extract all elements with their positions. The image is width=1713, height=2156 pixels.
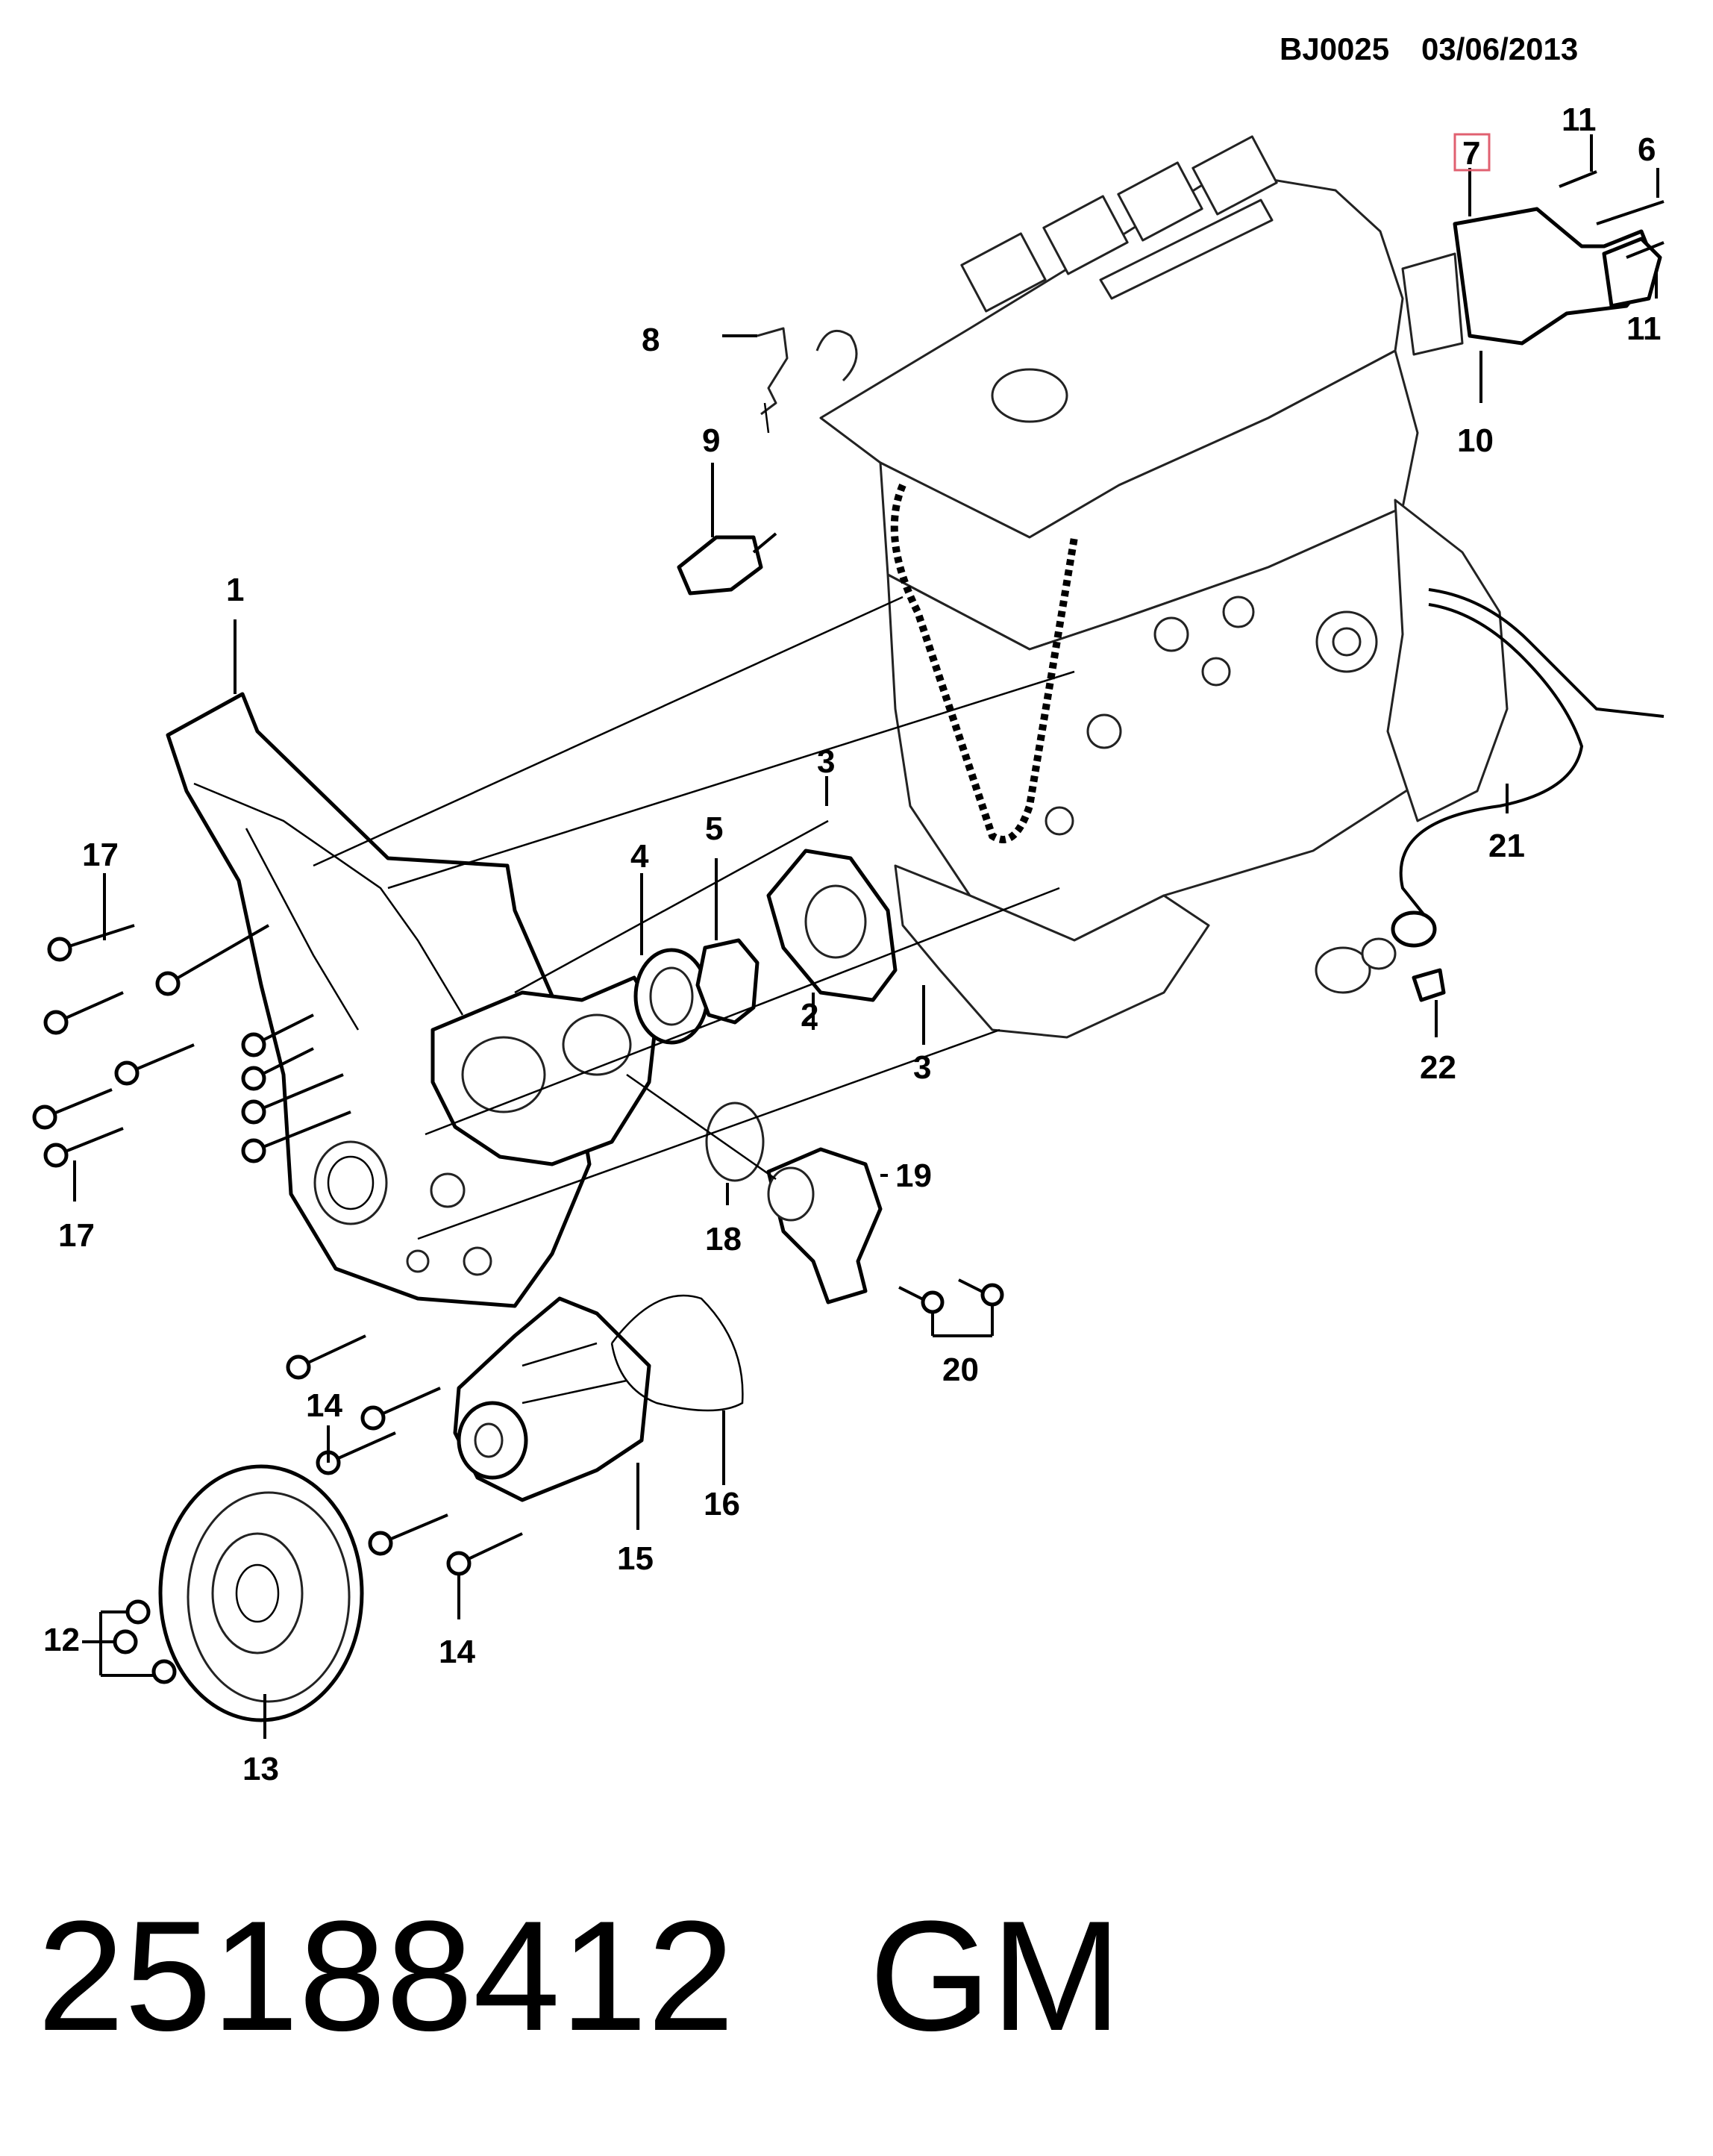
callout-leaders [73, 134, 1659, 1739]
diagram-ref-code: BJ0025 [1280, 31, 1389, 66]
callout-3-upper: 3 [817, 743, 835, 780]
callout-1: 1 [226, 572, 244, 608]
water-pump-gasket [610, 1294, 744, 1412]
coolant-pipe-lower [1399, 603, 1584, 927]
outlet-bolts-20 [898, 1278, 1004, 1314]
oring-seal-large [1315, 946, 1371, 994]
callout-11-upper: 11 [1562, 101, 1597, 138]
seal-housing-bore [804, 884, 867, 959]
callout-6: 6 [1638, 131, 1656, 168]
assembly-lines [313, 596, 1075, 1240]
callout-14-lower: 14 [439, 1634, 475, 1670]
engine-block-illustration [815, 135, 1509, 1039]
callout-17-lower: 17 [58, 1217, 95, 1254]
callout-5: 5 [705, 810, 723, 847]
callout-9: 9 [702, 422, 720, 459]
callout-17-upper: 17 [82, 837, 119, 873]
thermostat-seal-ring [705, 1102, 765, 1182]
thermostat-housing-illustration [1401, 170, 1665, 356]
callout-4: 4 [630, 838, 649, 875]
callout-10: 10 [1457, 422, 1494, 459]
callout-11-lower: 11 [1626, 310, 1662, 347]
callout-22: 22 [1420, 1049, 1456, 1086]
callout-7: 7 [1462, 135, 1480, 172]
callout-12: 12 [43, 1622, 80, 1658]
timing-cover-bolts-17 [32, 924, 351, 1168]
callout-13: 13 [242, 1751, 279, 1787]
pulley-illustration [158, 1464, 364, 1722]
callout-3-lower: 3 [913, 1049, 931, 1086]
callout-21: 21 [1488, 828, 1525, 864]
callout-18: 18 [705, 1221, 742, 1257]
callout-19: 19 [895, 1157, 932, 1194]
thermostat-outlet-illustration [766, 1147, 883, 1304]
brand-name: GM [869, 1888, 1121, 2063]
callout-8: 8 [642, 322, 660, 358]
callout-14-upper: 14 [306, 1387, 342, 1424]
oil-pump-housing-illustration [430, 975, 659, 1166]
oil-pump-gear [695, 938, 760, 1025]
oil-pump-rotor-inner [649, 966, 694, 1026]
water-pump-illustration [453, 1296, 651, 1502]
callout-20: 20 [942, 1352, 979, 1388]
temperature-sensor-illustration [677, 532, 777, 596]
sensor-clip-illustration [757, 327, 789, 416]
timing-cover-illustration [166, 692, 592, 1308]
callout-2: 2 [801, 997, 818, 1034]
diagram-date: 03/06/2013 [1421, 31, 1578, 66]
coolant-pipe-upper [1428, 588, 1665, 718]
clip-leg [763, 402, 770, 434]
callout-16: 16 [704, 1486, 740, 1522]
pipe-bolt-22 [1412, 968, 1446, 1002]
part-number: 25188412 [37, 1888, 734, 2063]
callout-15: 15 [617, 1540, 654, 1577]
highlight-box-7 [1453, 133, 1491, 172]
coolant-pipe-end [1391, 910, 1437, 948]
oring-seal-small [1361, 937, 1397, 970]
